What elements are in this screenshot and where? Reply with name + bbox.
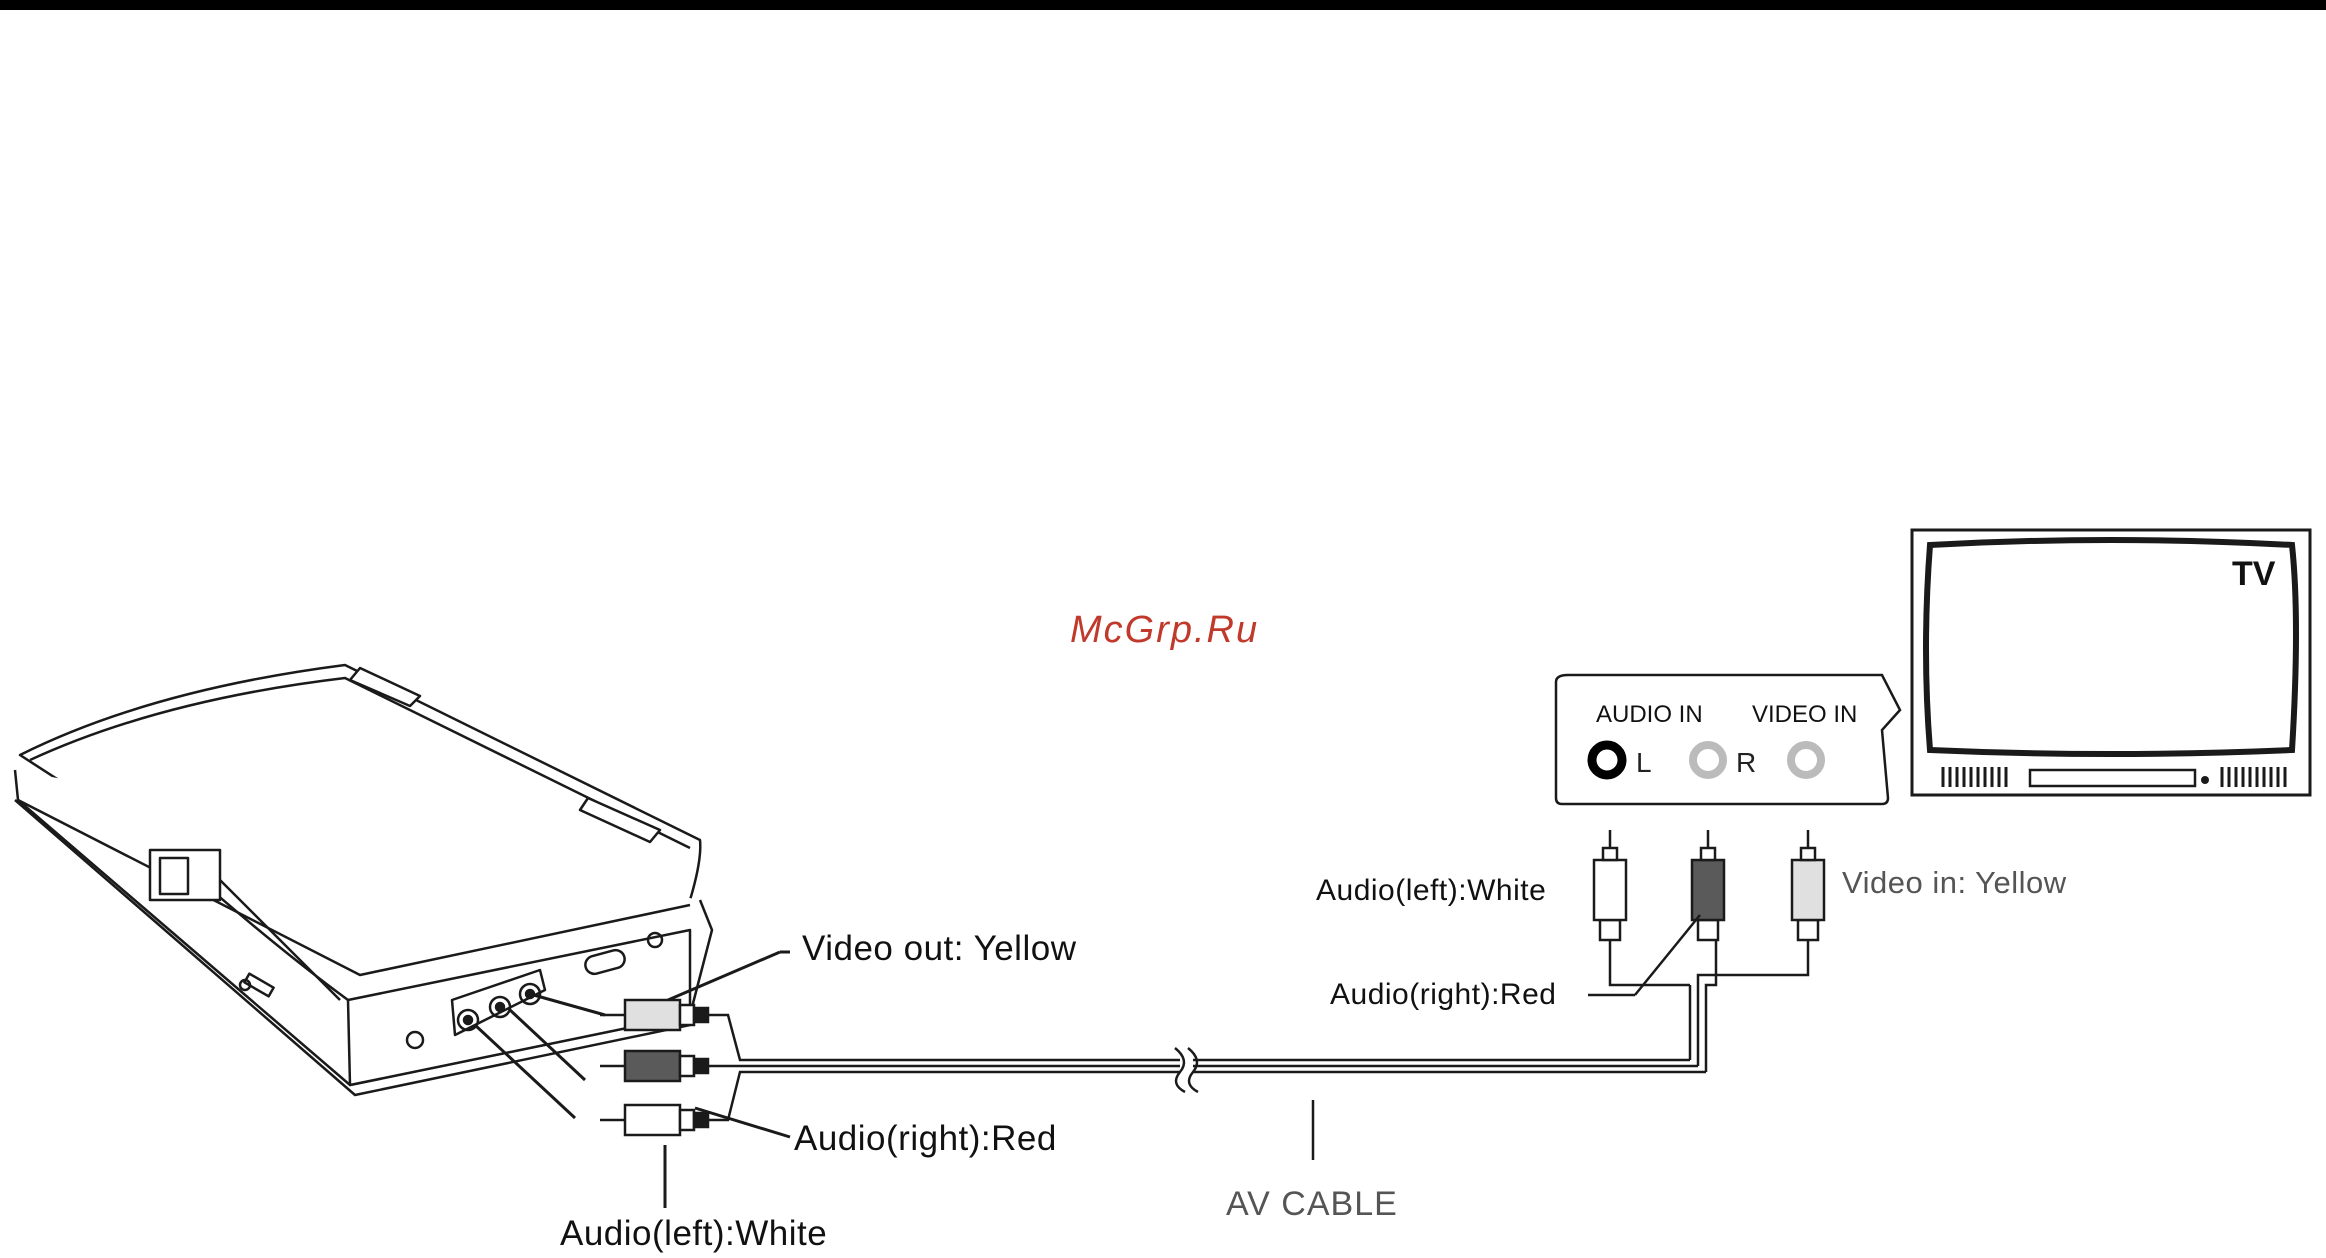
watermark: McGrp.Ru	[1070, 609, 1259, 651]
tv-control-bar	[2030, 770, 2195, 786]
label-tv-audio-left: Audio(left):White	[1316, 874, 1546, 907]
jack-l-icon	[1592, 745, 1622, 775]
jack-r-label: R	[1736, 747, 1756, 778]
tv-power-icon	[2201, 776, 2209, 784]
jack-video-icon	[1791, 745, 1821, 775]
label-video-out: Video out: Yellow	[802, 929, 1077, 968]
jack-r-icon	[1693, 745, 1723, 775]
audio-in-label: AUDIO IN	[1596, 701, 1703, 728]
label-tv-video-in: Video in: Yellow	[1842, 865, 2067, 900]
video-in-label: VIDEO IN	[1752, 701, 1857, 728]
jack-l-label: L	[1636, 747, 1652, 778]
label-av-cable: AV CABLE	[1226, 1185, 1398, 1223]
label-audio-left: Audio(left):White	[560, 1214, 827, 1253]
tv-plug-audio-left	[1594, 830, 1626, 940]
tv-plugs	[1588, 830, 1824, 995]
dvd-player	[15, 665, 712, 1095]
tv-label: TV	[2232, 555, 2276, 593]
label-tv-audio-right: Audio(right):Red	[1330, 978, 1556, 1011]
tv-plug-audio-right	[1692, 830, 1724, 940]
tv-plug-video-in	[1792, 830, 1824, 940]
plug-audio-right	[600, 1051, 708, 1081]
tv: TV	[1912, 530, 2310, 795]
label-audio-right: Audio(right):Red	[794, 1119, 1057, 1158]
tv-input-panel: AUDIO IN VIDEO IN L R	[1556, 675, 1900, 804]
plug-audio-left	[600, 1105, 708, 1135]
